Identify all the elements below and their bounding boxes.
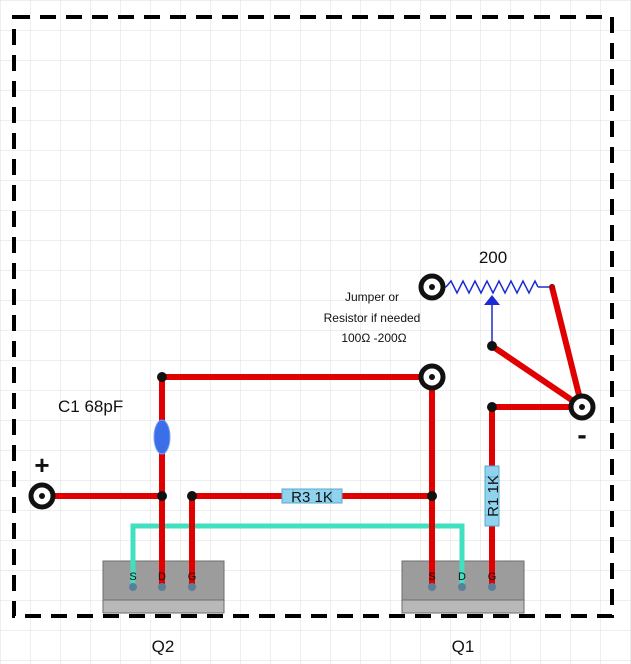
r3-label: R3 1K — [291, 489, 333, 506]
q2-pin-g: G — [188, 571, 197, 583]
note-line-2: Resistor if needed — [324, 311, 421, 325]
note-line-3: 100Ω -200Ω — [341, 331, 406, 345]
pad-plus[interactable] — [28, 482, 56, 510]
trace-pot-end-to-minus — [549, 284, 585, 410]
jumper-wire[interactable] — [130, 523, 465, 587]
plus-label: + — [34, 450, 49, 480]
trace-wiper-to-minus — [489, 343, 585, 410]
pot-wiper-arrow — [484, 295, 500, 305]
pin-markers — [129, 583, 496, 591]
pad-pot-left[interactable] — [418, 273, 446, 301]
q2-pin-d: D — [158, 571, 166, 583]
capacitor-c1[interactable] — [153, 419, 171, 455]
q2-pin-s: S — [129, 571, 136, 583]
r1-label: R1 1K — [485, 475, 502, 517]
resistor-r3[interactable] — [281, 488, 343, 504]
pad-minus[interactable] — [568, 393, 596, 421]
board-outline — [12, 15, 614, 618]
minus-label: - — [577, 419, 586, 450]
q1-pin-d: D — [458, 571, 466, 583]
q1-pin-s: S — [428, 571, 435, 583]
pot-end-dot — [549, 284, 555, 290]
q1-pin-g: G — [488, 571, 497, 583]
pad-top-right[interactable] — [418, 363, 446, 391]
note-line-1: Jumper or — [345, 290, 399, 304]
transistor-q1-tab — [401, 599, 525, 614]
q1-label: Q1 — [452, 637, 475, 656]
node-dots — [157, 341, 497, 501]
capacitor-label: C1 68pF — [58, 397, 123, 416]
transistor-q2-tab — [102, 599, 225, 614]
q2-label: Q2 — [152, 637, 175, 656]
pot-zigzag — [445, 279, 539, 295]
pot-value-label: 200 — [479, 248, 507, 267]
resistor-r1[interactable] — [484, 465, 500, 527]
